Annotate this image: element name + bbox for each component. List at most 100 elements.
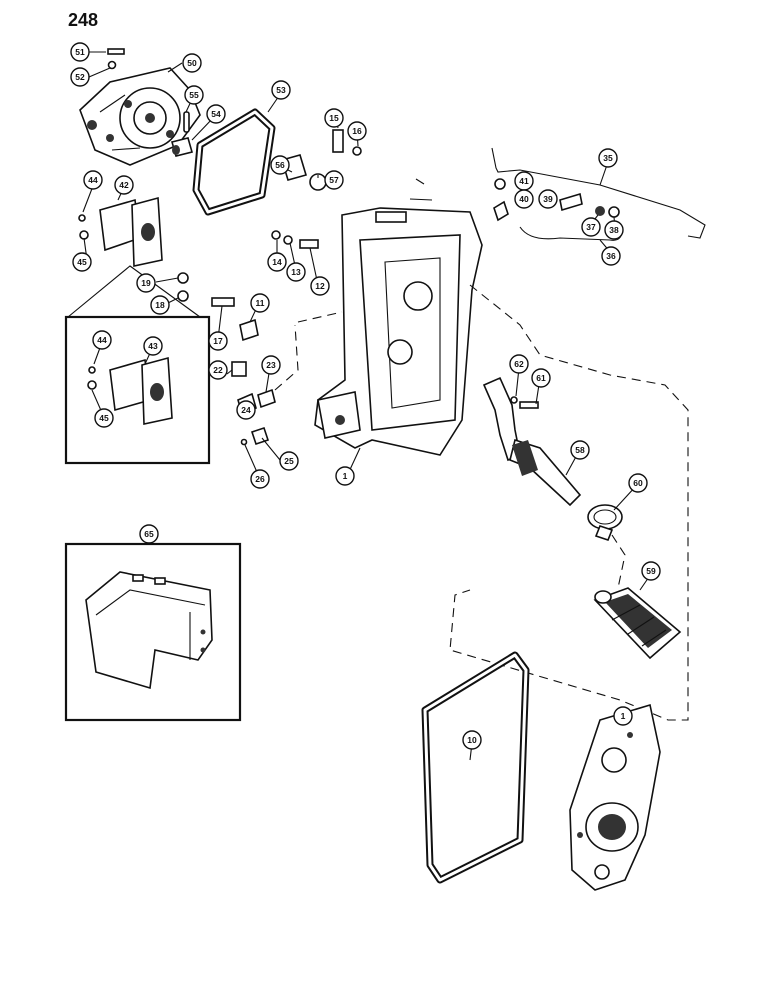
- callout-18: 18: [150, 295, 170, 315]
- svg-text:62: 62: [514, 359, 524, 369]
- callout-36: 36: [601, 246, 621, 266]
- svg-text:19: 19: [141, 278, 151, 288]
- svg-text:22: 22: [213, 365, 223, 375]
- svg-text:12: 12: [315, 281, 325, 291]
- callout-1-cover: 1: [613, 706, 633, 726]
- callout-10: 10: [462, 730, 482, 750]
- callout-65: 65: [139, 524, 159, 544]
- callout-15: 15: [324, 108, 344, 128]
- svg-text:45: 45: [77, 257, 87, 267]
- callout-62: 62: [509, 354, 529, 374]
- svg-text:51: 51: [75, 47, 85, 57]
- callout-42: 42: [114, 175, 134, 195]
- callout-50: 50: [182, 53, 202, 73]
- svg-text:26: 26: [255, 474, 265, 484]
- callout-37: 37: [581, 217, 601, 237]
- callout-23: 23: [261, 355, 281, 375]
- callout-54: 54: [206, 104, 226, 124]
- pin-part: [171, 111, 193, 157]
- callout-25: 25: [279, 451, 299, 471]
- callout-44-detail: 44: [92, 330, 112, 350]
- svg-text:1: 1: [621, 711, 626, 721]
- detail-box-43: [64, 315, 211, 465]
- callout-26: 26: [250, 469, 270, 489]
- callout-53: 53: [271, 80, 291, 100]
- callout-14: 14: [267, 252, 287, 272]
- svg-text:52: 52: [75, 72, 85, 82]
- svg-text:37: 37: [586, 222, 596, 232]
- cover-plate-part: [569, 703, 661, 891]
- svg-text:10: 10: [467, 735, 477, 745]
- callout-60: 60: [628, 473, 648, 493]
- svg-text:38: 38: [609, 225, 619, 235]
- svg-text:25: 25: [284, 456, 294, 466]
- svg-text:65: 65: [144, 529, 154, 539]
- lever-shaft-part: [482, 376, 582, 507]
- svg-text:43: 43: [148, 341, 158, 351]
- callout-13: 13: [286, 262, 306, 282]
- svg-text:57: 57: [329, 175, 339, 185]
- svg-text:45: 45: [99, 413, 109, 423]
- svg-text:23: 23: [266, 360, 276, 370]
- svg-text:40: 40: [519, 194, 529, 204]
- svg-text:59: 59: [646, 566, 656, 576]
- callout-35: 35: [598, 148, 618, 168]
- callout-19: 19: [136, 273, 156, 293]
- callout-55: 55: [184, 85, 204, 105]
- assembly-dashed-lines: [274, 284, 689, 721]
- shield-cover-part: [85, 571, 213, 690]
- callout-11: 11: [250, 293, 270, 313]
- callout-39: 39: [538, 189, 558, 209]
- hydraulic-pump-part: [79, 67, 201, 166]
- callout-51: 51: [70, 42, 90, 62]
- callout-56: 56: [270, 155, 290, 175]
- callout-24: 24: [236, 400, 256, 420]
- callout-43: 43: [143, 336, 163, 356]
- callout-44: 44: [83, 170, 103, 190]
- clamp-part: [587, 504, 623, 541]
- callout-17: 17: [208, 331, 228, 351]
- callout-12: 12: [310, 276, 330, 296]
- svg-text:44: 44: [88, 175, 98, 185]
- svg-text:15: 15: [329, 113, 339, 123]
- callout-16: 16: [347, 121, 367, 141]
- svg-text:58: 58: [575, 445, 585, 455]
- shaft-part: [78, 196, 163, 267]
- bolt-part: [107, 48, 125, 70]
- pump-gasket-part: [192, 108, 276, 216]
- svg-text:17: 17: [213, 336, 223, 346]
- callout-45-detail: 45: [94, 408, 114, 428]
- svg-text:36: 36: [606, 251, 616, 261]
- svg-text:50: 50: [187, 58, 197, 68]
- svg-text:14: 14: [272, 257, 282, 267]
- callout-40: 40: [514, 189, 534, 209]
- svg-text:44: 44: [97, 335, 107, 345]
- detail-leader: [67, 265, 201, 318]
- nut-part: [177, 272, 189, 302]
- svg-text:39: 39: [543, 194, 553, 204]
- callout-52: 52: [70, 67, 90, 87]
- callout-61: 61: [531, 368, 551, 388]
- callout-57: 57: [324, 170, 344, 190]
- callout-59: 59: [641, 561, 661, 581]
- svg-text:41: 41: [519, 176, 529, 186]
- shaft-variant-part: [87, 356, 173, 425]
- svg-text:61: 61: [536, 373, 546, 383]
- main-housing-part: [314, 207, 483, 456]
- housing-gasket-part: [421, 651, 530, 884]
- svg-text:13: 13: [291, 267, 301, 277]
- filter-part: [593, 587, 682, 660]
- callout-38: 38: [604, 220, 624, 240]
- detail-box-65: [64, 542, 242, 722]
- callout-45: 45: [72, 252, 92, 272]
- svg-text:18: 18: [155, 300, 165, 310]
- svg-text:53: 53: [276, 85, 286, 95]
- svg-text:42: 42: [119, 180, 129, 190]
- callout-22: 22: [208, 360, 228, 380]
- svg-text:35: 35: [603, 153, 613, 163]
- svg-text:55: 55: [189, 90, 199, 100]
- svg-text:1: 1: [343, 471, 348, 481]
- oil-line-part: [491, 147, 706, 241]
- svg-text:60: 60: [633, 478, 643, 488]
